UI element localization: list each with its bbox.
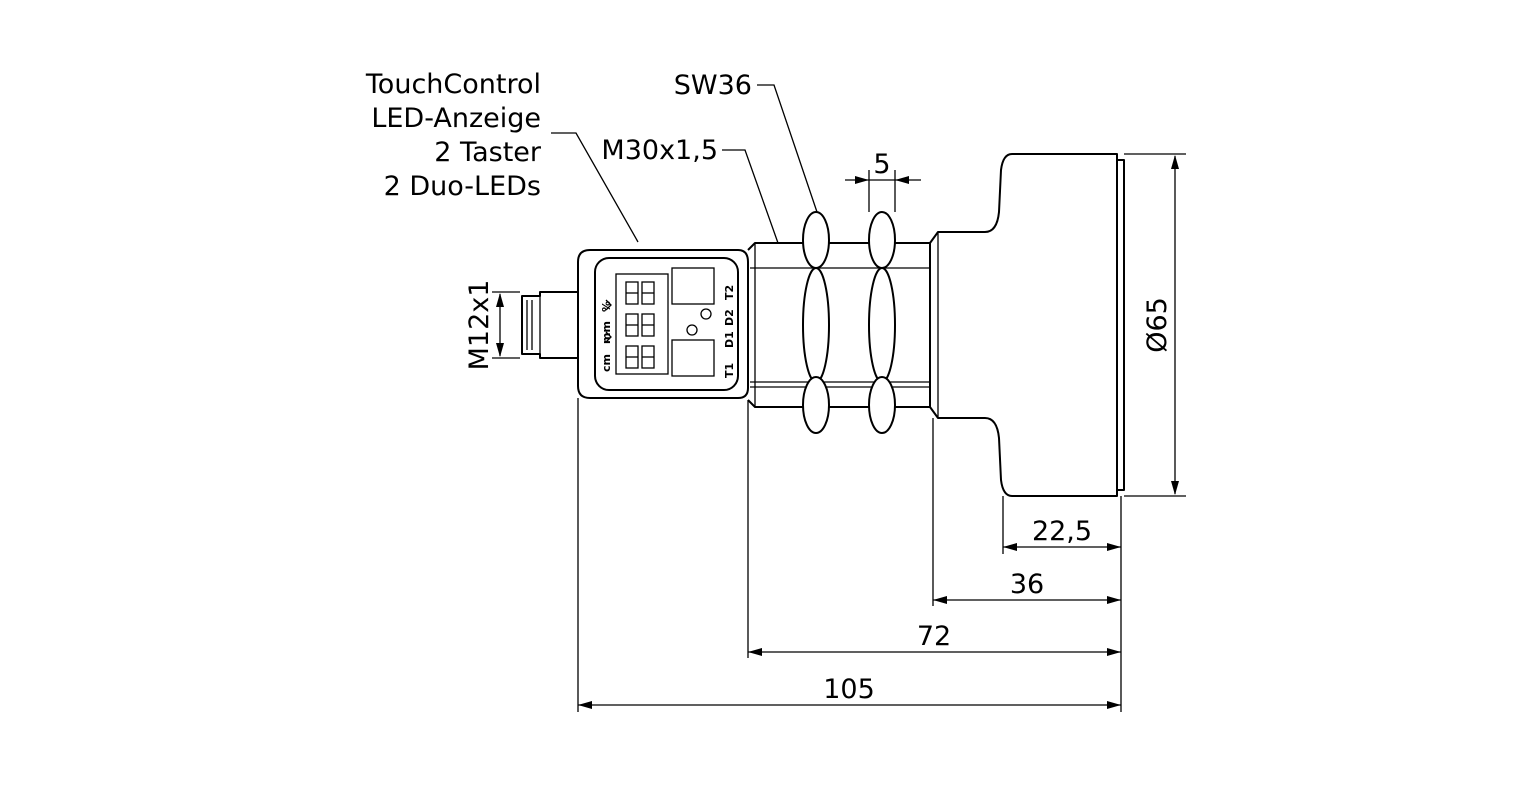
nut-width-label: 5 [873,149,890,180]
unit-mm: mm [600,321,613,344]
m12-label: M12x1 [464,280,495,371]
unit-cm: cm [600,354,613,372]
nut-width-dimension: 5 [845,149,921,212]
callout-leaders [551,84,818,244]
callout-line-4: 2 Duo-LEDs [384,171,541,202]
led-d2-icon [700,308,712,320]
label-d2: D2 [723,309,736,326]
threaded-body [747,242,931,408]
diameter-dimension: Ø65 [1124,153,1186,497]
unit-marker-icon [605,299,612,311]
extension-lines [577,398,1122,712]
nut-left [802,211,830,434]
touch-control-callout: TouchControl LED-Anzeige 2 Taster 2 Duo-… [365,69,542,202]
sensor-head [929,153,1125,497]
thread-callout: M30x1,5 [601,135,718,166]
dim-72: 72 [748,621,1121,656]
dim-36: 36 [933,569,1121,604]
led-digits [625,281,655,369]
display-housing: cm mm % T1 T2 D1 D2 [577,249,749,399]
dim-105-label: 105 [823,674,875,705]
callout-line-1: TouchControl [365,69,541,100]
dim-36-label: 36 [1010,569,1044,600]
dim-72-label: 72 [917,621,951,652]
sw-callout: SW36 [674,70,752,101]
diameter-label: Ø65 [1142,297,1173,353]
unit-percent: % [600,301,613,312]
label-t1: T1 [723,363,736,378]
unit-marker-icon [605,331,612,343]
callout-line-3: 2 Taster [434,137,542,168]
nut-right [868,211,896,434]
label-t2: T2 [723,285,736,300]
dim-105: 105 [578,674,1121,709]
dim-22-5-label: 22,5 [1032,516,1092,547]
button-t2 [671,267,715,305]
callout-line-2: LED-Anzeige [371,103,541,134]
led-display-window [615,273,669,375]
button-t1 [671,339,715,377]
dim-22-5: 22,5 [1003,516,1121,551]
label-d1: D1 [723,331,736,348]
m12-connector [521,291,578,359]
m12-dimension: M12x1 [464,280,520,371]
led-d1-icon [686,324,698,336]
